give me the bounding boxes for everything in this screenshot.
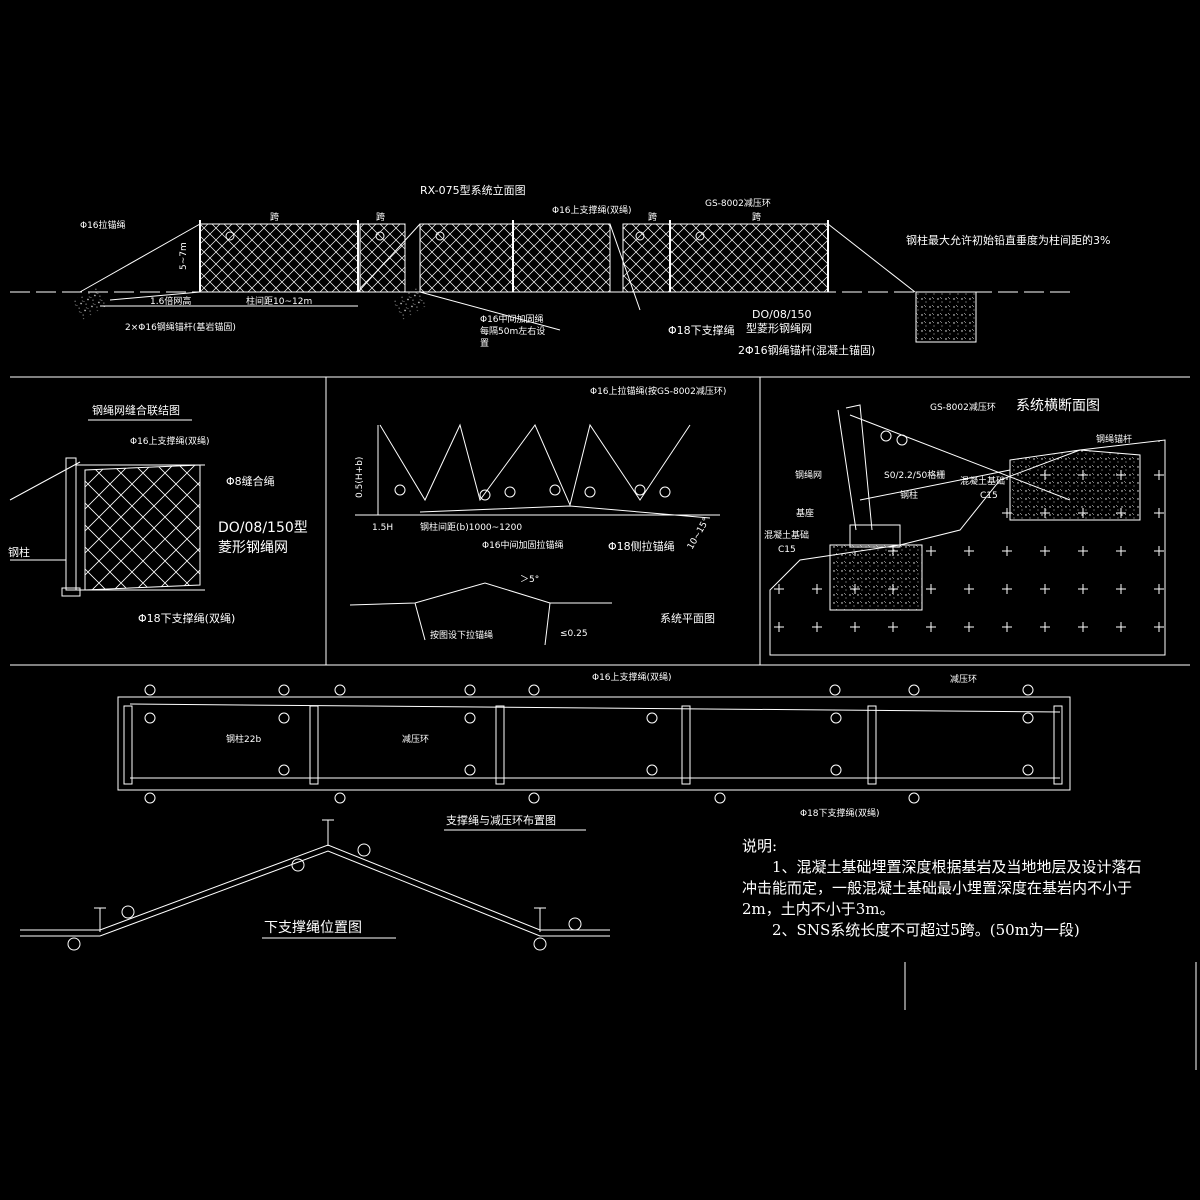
label-upper-rope: Φ16上支撑绳(双绳) [552,204,632,216]
notes-line-2: 冲击能而定，一般混凝土基础最小埋置深度在基岩内不小于 [742,879,1133,897]
plan-title: 系统平面图 [660,612,715,625]
notes-line-3: 2m，土内不小于3m。 [742,900,895,918]
section-label-net: 钢绳网 [795,469,822,481]
notes-block: 说明: 1、混凝土基础埋置深度根据基岩及当地地层及设计落石 冲击能而定，一般混凝… [742,836,1142,941]
plan-label-mid: Φ16中间加固拉锚绳 [482,539,564,551]
frame-lines [10,376,1197,1070]
section-label-gs: GS-8002减压环 [930,401,996,413]
label-anchor-rock: 2×Φ16钢绳锚杆(基岩锚固) [125,321,236,333]
plan-label-small: ≤0.25 [560,629,588,639]
section-label-weld: S0/2.2/50格栅 [884,469,945,481]
layout-label-post: 钢柱22b [226,733,261,745]
label-anchor-concrete: 2Φ16钢绳锚杆(混凝土锚固) [738,343,875,357]
seam-label-upper: Φ16上支撑绳(双绳) [130,435,210,447]
plan-label-bottom: 按图设下拉锚绳 [430,629,493,641]
label-middle-rope: Φ16中间加固绳 [480,313,544,325]
label-lower-rope: Φ18下支撑绳 [668,323,735,337]
section-label-base: 基座 [796,507,814,519]
label-gs-ring: GS-8002减压环 [705,197,771,209]
label-top-anchor: Φ16拉锚绳 [80,219,126,231]
layout-view: Φ16上支撑绳(双绳) 减压环 钢柱22b 减压环 Φ18下支撑绳(双绳) 支撑… [117,671,1071,831]
layout-label-lower: Φ18下支撑绳(双绳) [800,807,880,819]
section-label-anchor: 钢绳锚杆 [1096,433,1132,445]
lower-rope-view: 下支撑绳位置图 [20,819,610,951]
label-span-4: 跨 [752,212,761,223]
seam-title: 钢绳网缝合联结图 [92,403,180,417]
layout-label-ring: 减压环 [950,673,977,685]
elevation-view: RX-075型系统立面图 Φ16拉锚绳 跨 跨 Φ16上支撑绳(双绳) 跨 跨 … [10,183,1110,357]
notes-line-4: 2、SNS系统长度不可超过5跨。(50m为一段) [742,921,1080,939]
notes-heading: 说明: [742,837,778,855]
label-span-2: 跨 [376,212,385,223]
seam-label-rope: Φ8缝合绳 [226,474,275,488]
elevation-title: RX-075型系统立面图 [420,183,526,197]
plan-label-1-5h: 1.5H [372,523,393,533]
layout-title: 支撑绳与减压环布置图 [446,813,556,827]
plan-label-angle: 10~15° [686,516,712,551]
seam-label-lower: Φ18下支撑绳(双绳) [138,611,235,625]
section-view: 系统横断面图 GS-8002减压环 钢绳锚杆 钢绳网 S0/2.2/50格栅 混… [764,398,1166,656]
label-height: 5~7m [179,242,189,270]
note-vertical: 钢柱最大允许初始铅直垂度为柱间距的3% [906,233,1110,247]
plan-label-height: 0.5(H+b) [355,457,365,498]
label-span-3: 跨 [648,212,657,223]
seam-label-net-type: DO/08/150型 [218,520,308,536]
seam-label-net-name: 菱形钢绳网 [218,540,288,556]
seam-label-post: 钢柱 [8,545,30,559]
section-label-c15: C15 [778,545,796,555]
label-net-name: 型菱形钢绳网 [746,321,812,335]
label-post-spacing: 柱间距10~12m [246,295,312,307]
section-label-concrete: 混凝土基础 [764,529,809,541]
plan-view: Φ16上拉锚绳(按GS-8002减压环) 0.5(H+b) 1.5H 钢柱间距(… [349,385,726,646]
label-span-1: 跨 [270,212,279,223]
label-set: 置 [480,338,489,349]
plan-label-upper: Φ16上拉锚绳(按GS-8002减压环) [590,385,726,397]
lower-rope-title: 下支撑绳位置图 [264,920,362,936]
layout-label-ring2: 减压环 [402,733,429,745]
plan-label-gt5: ＞5° [520,575,539,585]
plan-label-side: Φ18侧拉锚绳 [608,539,675,553]
label-net-type: DO/08/150 [752,308,812,321]
label-1-6: 1.6倍网高 [150,295,191,307]
label-every: 每隔50m左右设 [480,325,545,337]
seam-detail: 钢绳网缝合联结图 Φ16上支撑绳(双绳) Φ8缝合绳 DO/08/150型 菱形… [8,403,308,625]
plan-label-spacing: 钢柱间距(b)1000~1200 [420,521,522,533]
notes-line-1: 1、混凝土基础埋置深度根据基岩及当地地层及设计落石 [742,858,1142,876]
section-label-concrete-top: 混凝土基础 [960,475,1005,487]
section-label-c15-top: C15 [980,491,998,501]
layout-label-upper: Φ16上支撑绳(双绳) [592,671,672,683]
section-title: 系统横断面图 [1016,398,1100,414]
section-label-post: 钢柱 [900,489,918,501]
